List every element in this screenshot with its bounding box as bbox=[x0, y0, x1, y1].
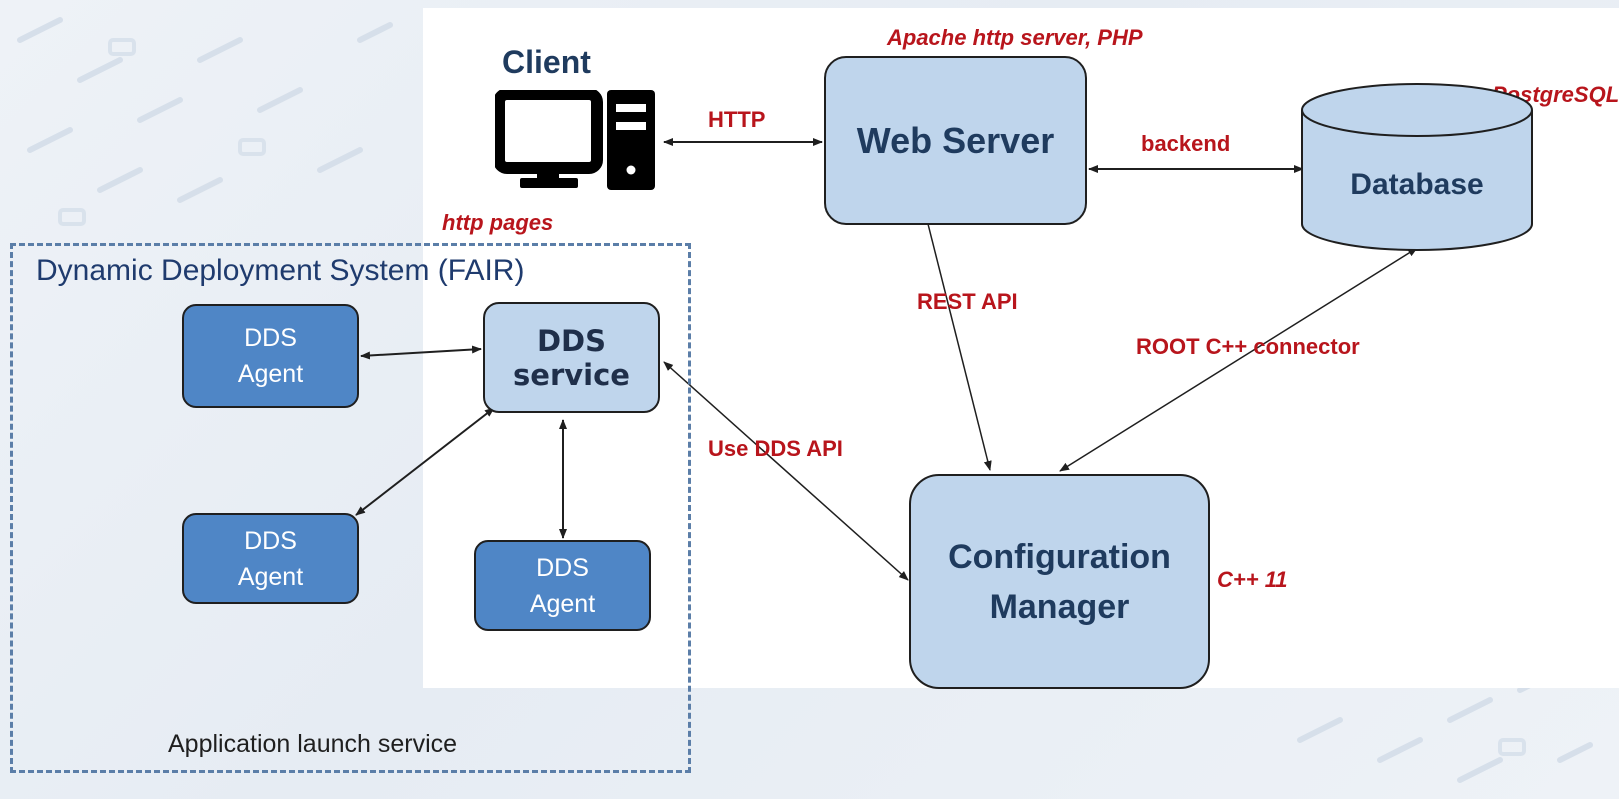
config-manager-caption: C++ 11 bbox=[1217, 567, 1288, 592]
database-node bbox=[1301, 83, 1533, 251]
dds-agent-line1: DDS bbox=[244, 526, 297, 555]
database-label: Database bbox=[1350, 168, 1484, 201]
dds-service-line2: service bbox=[513, 357, 630, 392]
dds-agent-line2: Agent bbox=[237, 360, 304, 388]
dds-agent-node: DDS Agent bbox=[474, 540, 651, 631]
rest-api-connector bbox=[927, 223, 992, 471]
web-server-label: Web Server bbox=[856, 119, 1055, 161]
dds-api-label: Use DDS API bbox=[708, 436, 843, 461]
config-manager-line2: Manager bbox=[989, 587, 1130, 626]
client-caption: http pages bbox=[442, 210, 554, 235]
client-label: Client bbox=[502, 44, 591, 80]
dds-agent-node: DDS Agent bbox=[182, 304, 359, 408]
dds-system-footer: Application launch service bbox=[168, 730, 458, 758]
web-server-caption: Apache http server, PHP bbox=[887, 25, 1143, 50]
dds-service-node: DDS service bbox=[483, 302, 660, 413]
config-manager-line1: Configuration bbox=[948, 537, 1171, 576]
rest-api-label: REST API bbox=[917, 289, 1018, 314]
dds-agent-node: DDS Agent bbox=[182, 513, 359, 604]
root-connector-line bbox=[1059, 247, 1418, 472]
dds-agent-line1: DDS bbox=[244, 324, 297, 352]
agent1-service-connector bbox=[360, 345, 482, 360]
backend-label: backend bbox=[1141, 131, 1231, 156]
dds-agent-line2: Agent bbox=[237, 562, 304, 591]
http-label: HTTP bbox=[708, 107, 766, 132]
agent2-service-connector bbox=[355, 407, 495, 516]
dds-agent-line1: DDS bbox=[536, 553, 589, 582]
root-connector-label: ROOT C++ connector bbox=[1136, 334, 1360, 359]
dds-service-line1: DDS bbox=[536, 323, 607, 358]
configuration-manager-node: Configuration Manager bbox=[909, 474, 1210, 689]
dds-system-title: Dynamic Deployment System (FAIR) bbox=[36, 254, 525, 287]
dds-system-boundary bbox=[10, 243, 691, 773]
web-server-node: Web Server bbox=[824, 56, 1087, 225]
computer-icon bbox=[495, 90, 655, 190]
dds-agent-line2: Agent bbox=[529, 589, 596, 618]
dds-api-connector bbox=[663, 361, 909, 581]
